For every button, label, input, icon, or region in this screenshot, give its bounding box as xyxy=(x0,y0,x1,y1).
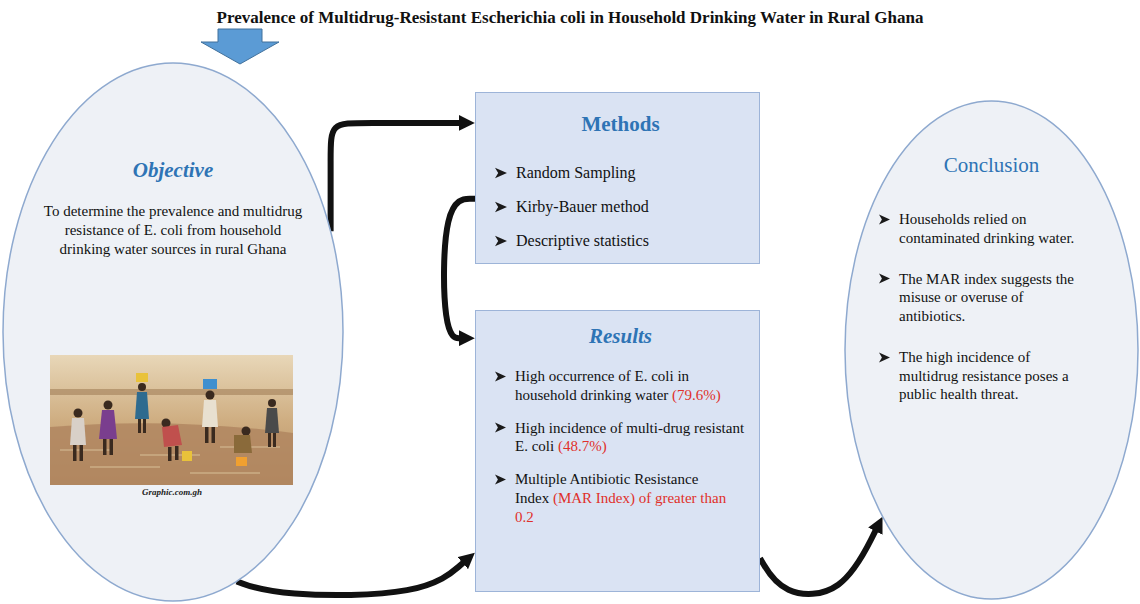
bullet-arrow-shape xyxy=(495,371,506,381)
bullet-arrow-shape xyxy=(879,214,890,224)
body-holder: Households relied on contaminated drinki… xyxy=(878,210,1083,404)
bullet-item: Descriptive statistics xyxy=(494,231,747,252)
bullet-arrow xyxy=(878,272,891,285)
bullet-item: Random Sampling xyxy=(494,163,747,184)
body-holder: To determine the prevalence and multidru… xyxy=(42,202,304,258)
text-holder: High occurrence of E. coli in household … xyxy=(515,367,747,405)
bullet-arrow xyxy=(494,166,508,180)
ellipse-shape xyxy=(845,101,1138,599)
flow-arrow xyxy=(760,528,877,594)
bullet-arrow-shape xyxy=(495,474,506,484)
bullet-item: High occurrence of E. coli in household … xyxy=(494,367,747,405)
body-holder: High occurrence of E. coli in household … xyxy=(494,367,747,526)
highlight-value: (48.7%) xyxy=(558,438,607,454)
photo-illustration xyxy=(50,355,293,485)
bullet-arrow xyxy=(878,351,891,364)
flow-arrow xyxy=(444,199,475,339)
bullet-arrow xyxy=(494,421,507,434)
highlight-value: (79.6%) xyxy=(672,387,721,403)
text-holder: To determine the prevalence and multidru… xyxy=(42,202,304,258)
node-heading: Conclusion xyxy=(844,152,1139,178)
node-heading: Results xyxy=(494,311,747,349)
bullet-arrow-shape xyxy=(495,202,507,213)
bullet-item: Multiple Antibiotic Resistance Index(MAR… xyxy=(494,470,747,526)
text-holder: Households relied on contaminated drinki… xyxy=(899,210,1083,248)
text-holder: Multiple Antibiotic Resistance Index(MAR… xyxy=(515,470,747,526)
bullet-arrow-shape xyxy=(495,168,507,179)
node-text: The high incidence of multidrug resistan… xyxy=(899,349,1069,403)
node-text: Kirby-Bauer method xyxy=(516,198,649,215)
node-text: High occurrence of E. coli in household … xyxy=(515,368,689,403)
objective-ellipse: Objective To determine the prevalence and… xyxy=(2,62,344,602)
bullet-item: High incidence of multi-drug resistant E… xyxy=(494,419,747,457)
heading-holder: Objective xyxy=(2,157,344,183)
body-text: To determine the prevalence and multidru… xyxy=(42,202,304,258)
node-heading: Objective xyxy=(2,157,344,183)
node-text: To determine the prevalence and multidru… xyxy=(44,203,302,257)
flow-arrow xyxy=(237,561,466,595)
diagram-title: Prevalence of Multidrug-Resistant Escher… xyxy=(0,7,1140,29)
photo-credit: Graphic.com.gh xyxy=(142,487,202,498)
text-holder: High incidence of multi-drug resistant E… xyxy=(515,419,747,457)
heading-holder: Conclusion xyxy=(844,152,1139,178)
node-text: Households relied on contaminated drinki… xyxy=(899,211,1074,246)
bullet-item: The high incidence of multidrug resistan… xyxy=(878,348,1083,404)
bullet-arrow xyxy=(494,200,508,214)
text-holder: The MAR index suggests the misuse or ove… xyxy=(899,270,1083,326)
text-holder: Descriptive statistics xyxy=(516,231,747,252)
node-text: Descriptive statistics xyxy=(516,232,649,249)
bullet-item: Kirby-Bauer method xyxy=(494,197,747,218)
bullet-arrow-shape xyxy=(495,423,506,433)
node-text: The MAR index suggests the misuse or ove… xyxy=(899,271,1074,325)
node-text: Random Sampling xyxy=(516,164,636,181)
ellipse-shape xyxy=(3,63,343,601)
conclusion-ellipse: ConclusionHouseholds relied on contamina… xyxy=(844,100,1139,600)
text-holder: The high incidence of multidrug resistan… xyxy=(899,348,1083,404)
flow-arrow xyxy=(331,123,462,231)
bullet-arrow xyxy=(494,234,508,248)
node-text: High incidence of multi-drug resistant E… xyxy=(515,420,744,455)
bullet-arrow xyxy=(494,473,507,486)
body-holder: Random SamplingKirby-Bauer methodDescrip… xyxy=(494,163,747,251)
bullet-arrow-shape xyxy=(495,236,507,247)
bullet-arrow xyxy=(878,213,891,226)
text-holder: Random Sampling xyxy=(516,163,747,184)
process-box: MethodsRandom SamplingKirby-Bauer method… xyxy=(475,92,760,264)
ellipse-outline xyxy=(2,62,344,602)
process-box: ResultsHigh occurrence of E. coli in hou… xyxy=(475,310,760,592)
bullet-item: Households relied on contaminated drinki… xyxy=(878,210,1083,248)
bullet-item: The MAR index suggests the misuse or ove… xyxy=(878,270,1083,326)
bullet-arrow-shape xyxy=(879,352,890,362)
down-arrow xyxy=(198,28,282,66)
bullet-arrow xyxy=(494,370,507,383)
node-heading: Methods xyxy=(494,93,747,137)
bullet-arrow-shape xyxy=(879,274,890,284)
text-holder: Kirby-Bauer method xyxy=(516,197,747,218)
